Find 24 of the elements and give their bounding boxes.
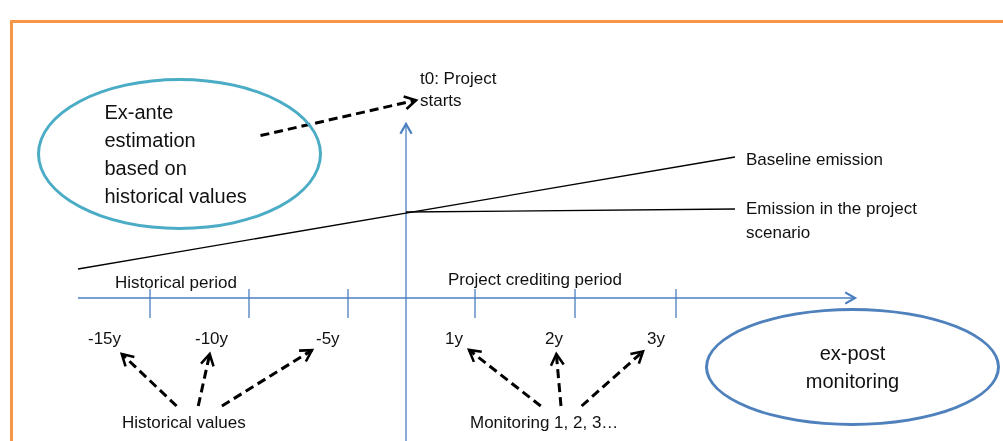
dashed-arrow: [467, 348, 542, 408]
ellipse-text: Ex-ante estimation based on historical values: [104, 100, 248, 209]
dashed-arrow: [120, 352, 178, 408]
period-label: Historical period: [115, 272, 238, 294]
tick-label: 2y: [545, 328, 565, 350]
line-label: Baseline emission: [746, 149, 884, 171]
dashed-arrow: [549, 352, 565, 407]
tick-label: 1y: [445, 328, 465, 350]
tick-label: 3y: [647, 328, 667, 350]
ellipse-text: ex-post monitoring: [804, 341, 901, 394]
tick-label: -15y: [88, 328, 124, 350]
annotation-text: Monitoring 1, 2, 3…: [470, 412, 655, 434]
annotation-text: Historical values: [122, 412, 267, 434]
dashed-arrow: [221, 348, 314, 408]
dashed-arrow: [260, 95, 418, 138]
estimation-ellipse: [37, 78, 322, 230]
event-text: t0: Project starts: [420, 68, 502, 112]
tick-label: -10y: [195, 328, 231, 350]
tick-label: -5y: [316, 328, 344, 350]
line-label: Emission in the project scenario: [746, 198, 919, 244]
monitoring-ellipse: [705, 308, 1000, 426]
dashed-arrow: [580, 350, 645, 408]
period-label: Project crediting period: [448, 269, 623, 291]
dashed-arrow: [196, 352, 215, 407]
